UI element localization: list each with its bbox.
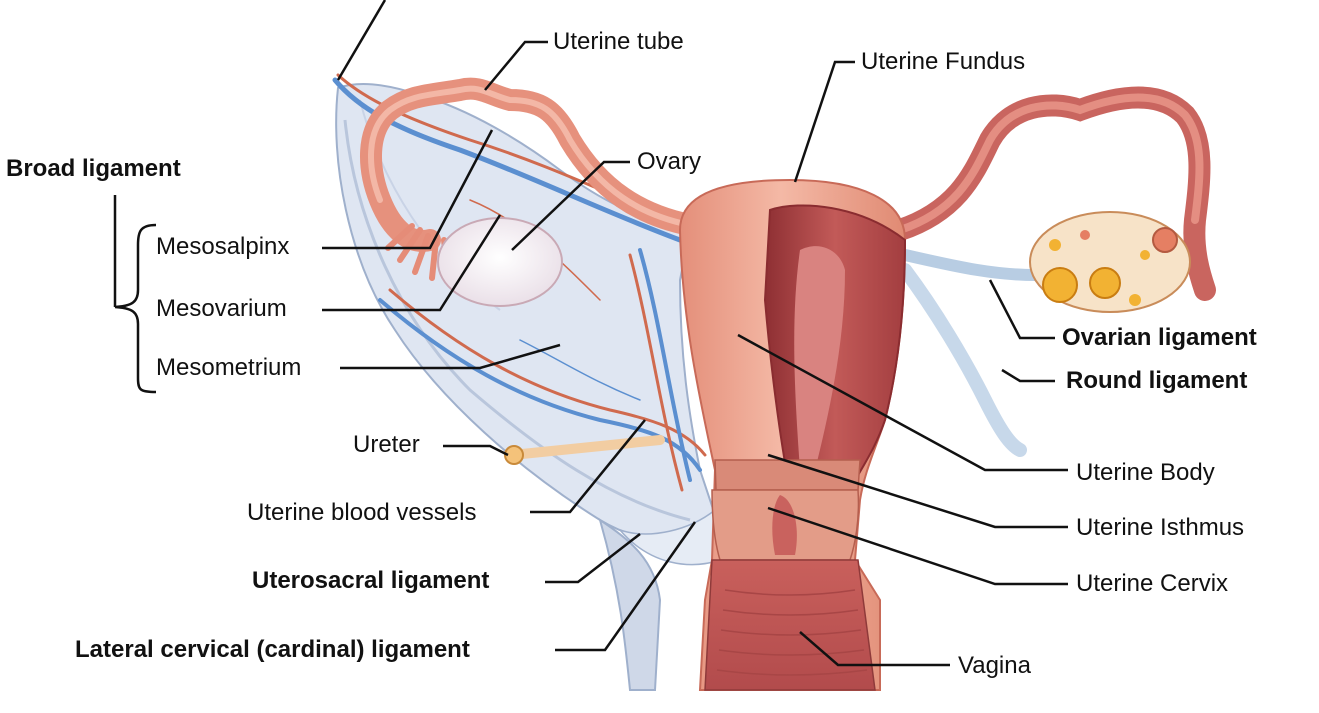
leader-top-left: [336, 0, 387, 81]
leader-lateral-cervical: [555, 521, 697, 652]
leader-uterine-body: [737, 333, 1068, 472]
leader-mesometrium: [340, 343, 561, 370]
ovarian-follicles: [1042, 227, 1178, 306]
label-lateral-cervical-ligament: Lateral cervical (cardinal) ligament: [75, 636, 470, 663]
label-ovarian-ligament: Ovarian ligament: [1062, 324, 1257, 351]
membrane-fold: [343, 119, 691, 522]
label-uterine-body: Uterine Body: [1076, 459, 1215, 486]
label-uterosacral-ligament: Uterosacral ligament: [252, 567, 490, 594]
broad-ligament-brace: [114, 223, 157, 394]
leader-uterosacral: [545, 533, 641, 584]
vaginal-rugae: [716, 589, 868, 676]
label-uterine-fundus: Uterine Fundus: [861, 48, 1026, 75]
leader-uterine-vessels: [530, 419, 646, 514]
leader-uterine-fundus: [793, 60, 855, 183]
leader-uterine-isthmus: [767, 453, 1068, 529]
ureter-tube: [507, 435, 665, 460]
label-round-ligament: Round ligament: [1066, 367, 1248, 394]
leader-lines: [322, 0, 1068, 667]
label-uterine-tube: Uterine tube: [553, 28, 684, 55]
label-mesosalpinx: Mesosalpinx: [156, 233, 290, 260]
ovarian-ligament-right: [899, 249, 1041, 281]
leader-round-ligament: [1001, 368, 1055, 383]
label-uterine-cervix: Uterine Cervix: [1076, 570, 1229, 597]
cardinal-ligament-shape: [598, 517, 662, 691]
uterine-vessels: [332, 73, 707, 492]
label-ureter: Ureter: [353, 431, 420, 458]
leader-mesosalpinx: [322, 129, 494, 250]
leader-uterine-cervix: [767, 506, 1068, 586]
leader-vagina: [799, 631, 950, 667]
leader-ovarian-ligament: [988, 279, 1055, 340]
isthmus-band: [714, 459, 861, 491]
round-ligament-right: [898, 263, 1027, 457]
label-uterine-blood-vessels: Uterine blood vessels: [247, 499, 477, 526]
label-broad-ligament: Broad ligament: [6, 155, 181, 182]
label-mesovarium: Mesovarium: [156, 295, 287, 322]
uterine-cavity: [794, 246, 845, 470]
leader-uterine-tube: [484, 40, 548, 91]
vagina: [704, 559, 876, 691]
cervical-canal: [772, 495, 797, 555]
left-ovary: [437, 217, 563, 307]
leader-ovary: [511, 160, 630, 251]
label-ovary: Ovary: [637, 148, 702, 175]
ureter-cross-section: [504, 445, 524, 465]
label-mesometrium: Mesometrium: [156, 354, 302, 381]
label-uterine-isthmus: Uterine Isthmus: [1076, 514, 1245, 541]
leader-mesovarium: [322, 214, 502, 312]
leader-ureter: [443, 444, 509, 457]
label-vagina: Vagina: [958, 652, 1031, 679]
